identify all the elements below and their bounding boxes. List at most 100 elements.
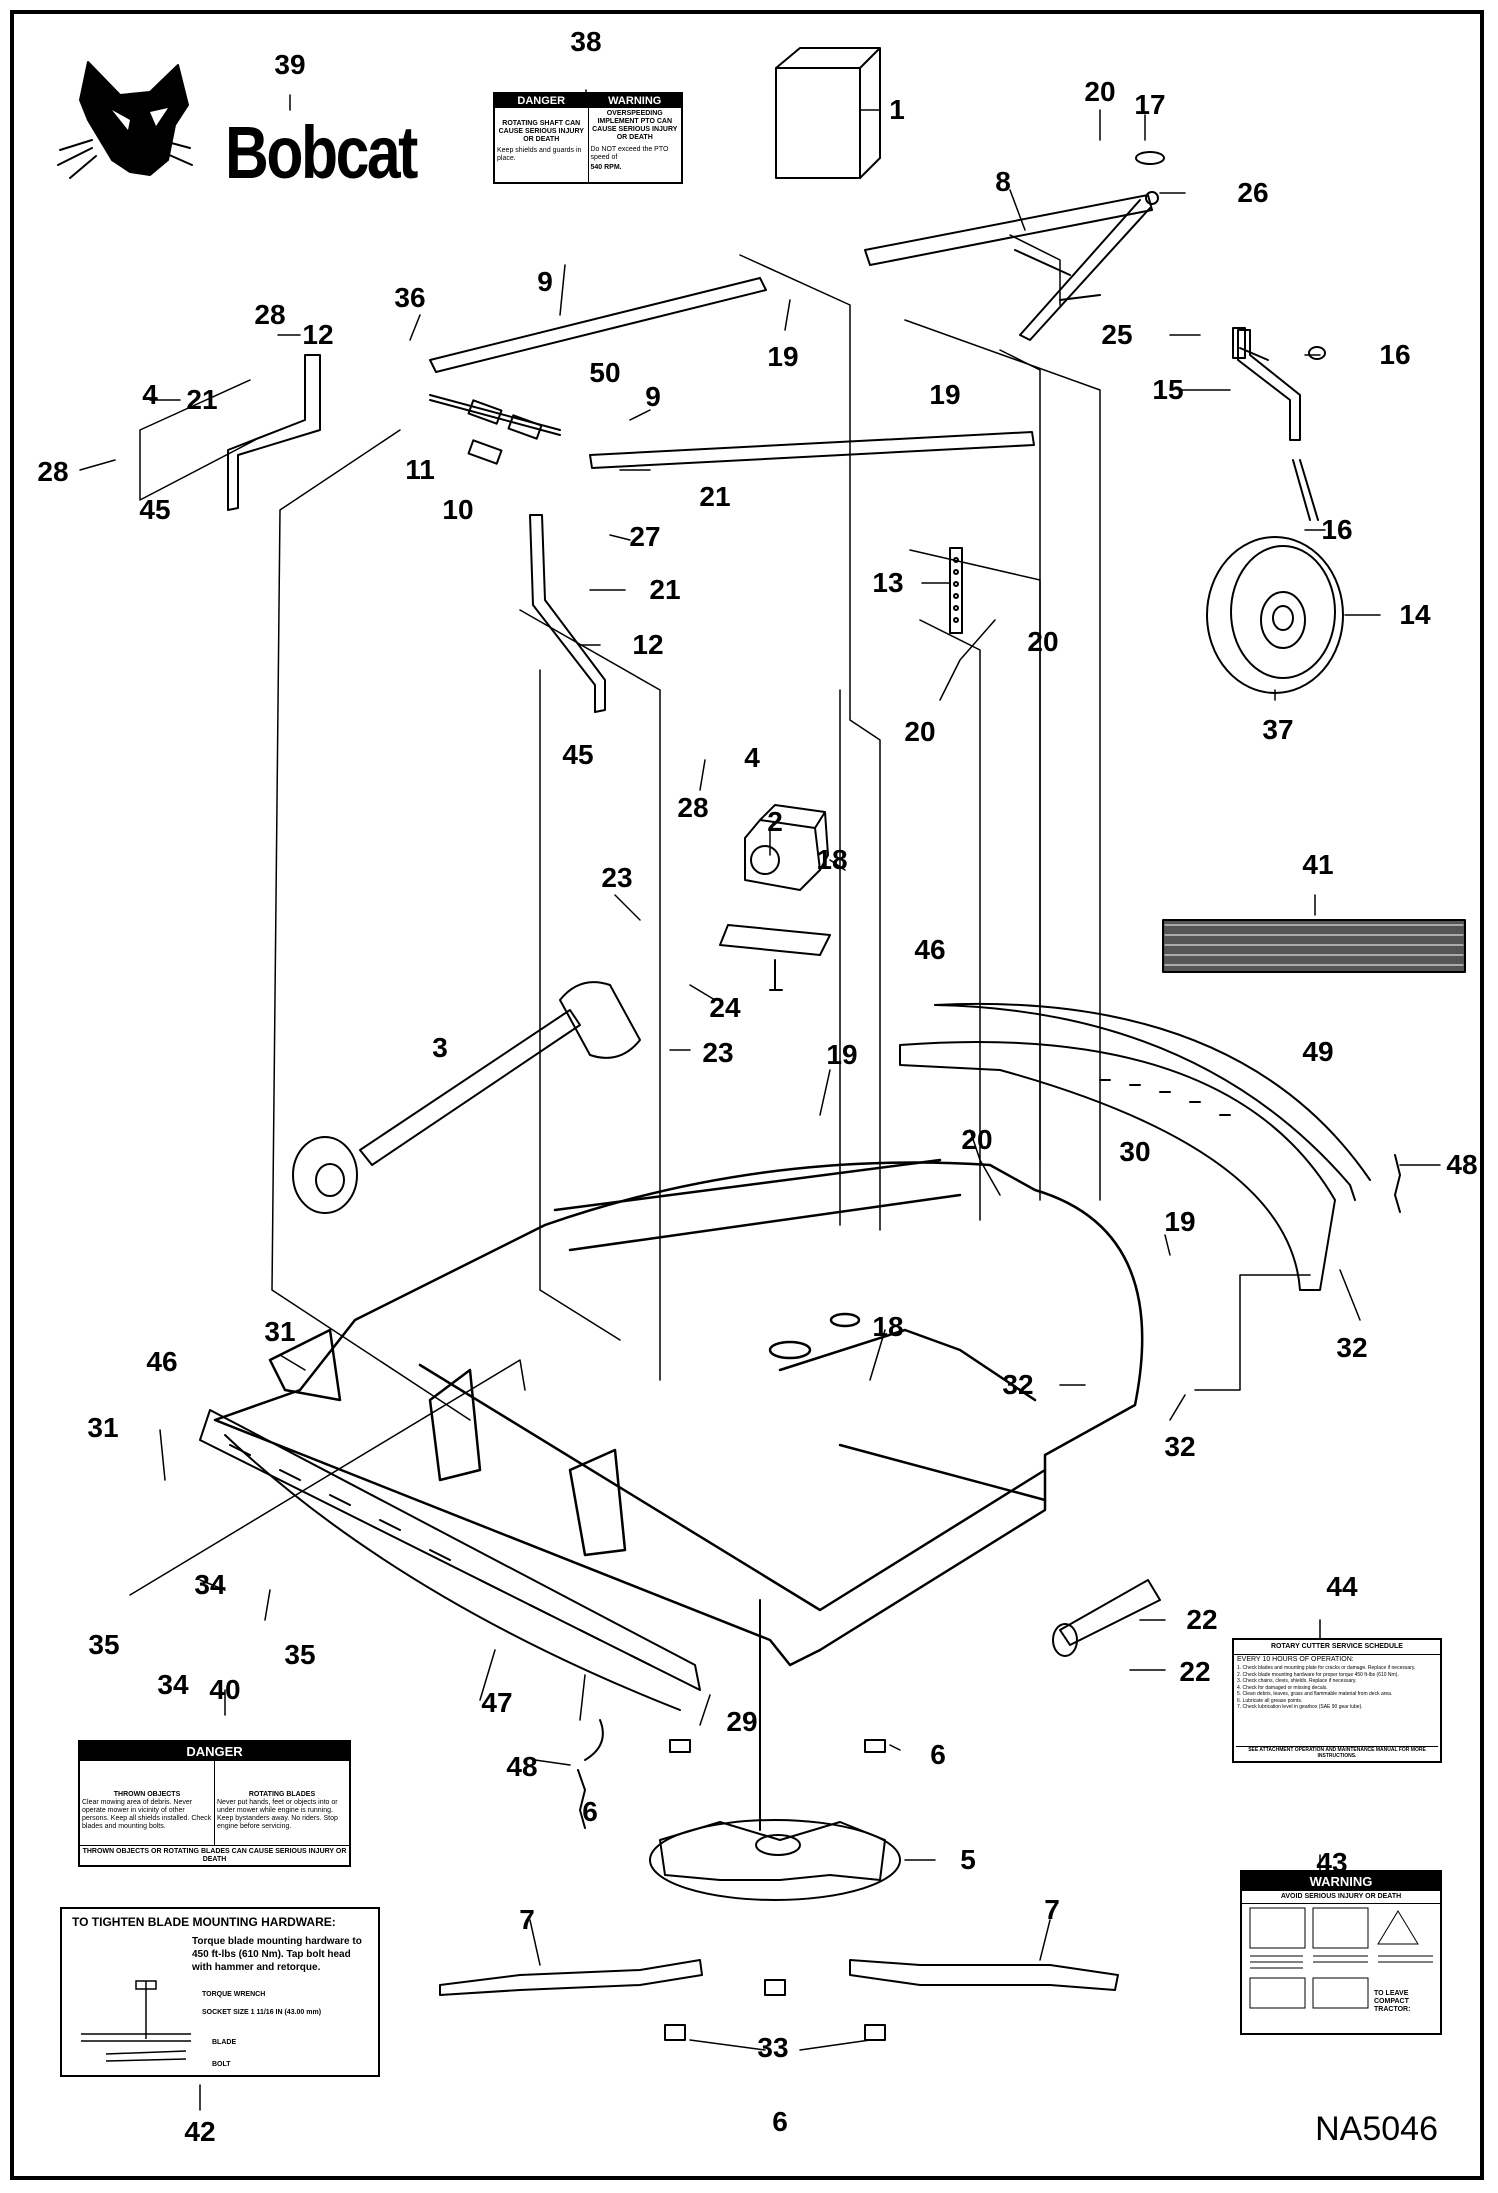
decal-42-title: TO TIGHTEN BLADE MOUNTING HARDWARE: bbox=[72, 1915, 336, 1929]
callout-17: 17 bbox=[1134, 89, 1166, 120]
warning-pictograms-icon bbox=[1249, 1907, 1433, 2009]
service-item: 1. Check blades and mounting plate for c… bbox=[1237, 1665, 1416, 1671]
callout-6b: 6 bbox=[582, 1796, 598, 1827]
part-5-blade-carrier bbox=[649, 1819, 901, 1901]
callout-12b: 12 bbox=[632, 629, 664, 660]
decal-38-warning-header: WARNING bbox=[588, 94, 681, 108]
callout-5: 5 bbox=[960, 1844, 976, 1875]
callout-32: 32 bbox=[1336, 1332, 1368, 1363]
callout-33: 33 bbox=[757, 2032, 789, 2063]
part-47-front-shield bbox=[199, 1409, 701, 1711]
callout-6c: 6 bbox=[772, 2106, 788, 2137]
part-15-wheel-yoke bbox=[1232, 327, 1301, 441]
callout-15: 15 bbox=[1152, 374, 1184, 405]
callout-49: 49 bbox=[1302, 1036, 1334, 1067]
callout-31b: 31 bbox=[87, 1412, 119, 1443]
callout-28c: 28 bbox=[677, 792, 709, 823]
callout-48: 48 bbox=[1446, 1149, 1478, 1180]
part-1-box bbox=[775, 47, 881, 179]
decal-42-label-blade: BLADE bbox=[212, 2039, 237, 2046]
callout-35: 35 bbox=[88, 1629, 120, 1660]
part-22-manual-tube bbox=[1052, 1579, 1161, 1657]
callout-30: 30 bbox=[1119, 1136, 1151, 1167]
decal-38-danger-sub: Keep shields and guards in place. bbox=[497, 147, 582, 162]
service-item: 4. Check for damaged or missing decals. bbox=[1237, 1684, 1328, 1691]
deck-assembly bbox=[213, 1158, 1144, 1667]
callout-9b: 9 bbox=[645, 381, 661, 412]
decal-40-footer: THROWN OBJECTS OR ROTATING BLADES CAN CA… bbox=[80, 1845, 349, 1866]
callout-47: 47 bbox=[481, 1687, 513, 1718]
service-item: 7. Check lubrication level in gearbox (S… bbox=[1237, 1704, 1363, 1710]
callout-20b: 20 bbox=[1027, 626, 1059, 657]
drawing-id: NA5046 bbox=[1315, 2110, 1438, 2148]
callout-43: 43 bbox=[1316, 1847, 1348, 1878]
callout-7: 7 bbox=[519, 1904, 535, 1935]
decal-44-title: ROTARY CUTTER SERVICE SCHEDULE bbox=[1234, 1640, 1440, 1655]
callout-4b: 4 bbox=[744, 742, 760, 773]
part-13-bracket bbox=[949, 547, 963, 634]
part-3-pto-driveline bbox=[292, 981, 641, 1214]
part-14-wheel bbox=[1206, 536, 1344, 694]
decal-40-left-text: Clear mowing area of debris. Never opera… bbox=[82, 1799, 212, 1830]
page-border bbox=[10, 10, 1484, 2180]
callout-9: 9 bbox=[537, 266, 553, 297]
decal-40-right-text: Never put hands, feet or objects into or… bbox=[217, 1799, 338, 1830]
callout-19: 19 bbox=[767, 341, 799, 372]
brand-wordmark: Bobcat bbox=[225, 111, 418, 194]
callout-35b: 35 bbox=[284, 1639, 316, 1670]
callout-41: 41 bbox=[1302, 849, 1334, 880]
callout-34: 34 bbox=[194, 1569, 226, 1600]
decal-43-right-title: TO LEAVE COMPACT TRACTOR: bbox=[1374, 1990, 1411, 2013]
callout-45b: 45 bbox=[562, 739, 594, 770]
callout-50: 50 bbox=[589, 357, 621, 388]
part-41-screen-decal bbox=[1162, 919, 1466, 973]
decal-40-header: DANGER bbox=[80, 1742, 349, 1761]
callout-18: 18 bbox=[816, 844, 848, 875]
callout-40: 40 bbox=[209, 1674, 241, 1705]
callout-18b: 18 bbox=[872, 1311, 904, 1342]
decal-38-warning-text: OVERSPEEDING IMPLEMENT PTO CAN CAUSE SER… bbox=[592, 110, 678, 141]
callout-6: 6 bbox=[930, 1739, 946, 1770]
decal-43-warning: WARNING AVOID SERIOUS INJURY OR DEATH TO… bbox=[1240, 1870, 1442, 2035]
bobcat-logo-icon bbox=[57, 61, 193, 179]
callout-20c: 20 bbox=[904, 716, 936, 747]
callout-22: 22 bbox=[1186, 1604, 1218, 1635]
part-17-washer bbox=[1135, 151, 1165, 165]
part-7-blades bbox=[439, 1959, 1119, 1996]
part-6-33-hardware bbox=[664, 1599, 886, 2041]
callout-10: 10 bbox=[442, 494, 474, 525]
decal-38-warning-sub: Do NOT exceed the PTO speed of bbox=[590, 146, 669, 161]
callout-29: 29 bbox=[726, 1706, 758, 1737]
callout-16b: 16 bbox=[1321, 514, 1353, 545]
decal-42-blade-torque: TO TIGHTEN BLADE MOUNTING HARDWARE: Torq… bbox=[60, 1907, 380, 2077]
callout-25: 25 bbox=[1101, 319, 1133, 350]
decal-38-danger-header: DANGER bbox=[495, 94, 588, 108]
decal-43-subheader: AVOID SERIOUS INJURY OR DEATH bbox=[1242, 1891, 1440, 1904]
decal-40-right-title: ROTATING BLADES bbox=[248, 1791, 316, 1798]
callout-46b: 46 bbox=[146, 1346, 178, 1377]
callout-37: 37 bbox=[1262, 714, 1294, 745]
decal-44-subtitle: EVERY 10 HOURS OF OPERATION: bbox=[1237, 1656, 1354, 1663]
part-16-bolt bbox=[1292, 346, 1326, 521]
part-10-11-bushings bbox=[467, 399, 543, 465]
callout-42: 42 bbox=[184, 2116, 216, 2147]
callout-19c: 19 bbox=[826, 1039, 858, 1070]
callout-44: 44 bbox=[1326, 1571, 1358, 1602]
callout-36: 36 bbox=[394, 282, 426, 313]
decal-38-warning-rpm: 540 RPM. bbox=[590, 164, 622, 171]
screen-mesh bbox=[1164, 924, 1464, 966]
callout-leaders bbox=[79, 89, 1441, 2111]
callout-20d: 20 bbox=[961, 1124, 993, 1155]
part-9-struts bbox=[429, 277, 1035, 469]
callout-38: 38 bbox=[570, 26, 602, 57]
callout-19d: 19 bbox=[1164, 1206, 1196, 1237]
callout-19b: 19 bbox=[929, 379, 961, 410]
callout-11: 11 bbox=[405, 454, 435, 485]
decal-38-danger-warning: DANGER ROTATING SHAFT CAN CAUSE SERIOUS … bbox=[493, 92, 683, 184]
callout-34b: 34 bbox=[157, 1669, 189, 1700]
callout-13: 13 bbox=[872, 567, 904, 598]
callout-4: 4 bbox=[142, 379, 158, 410]
callout-16: 16 bbox=[1379, 339, 1411, 370]
callout-45: 45 bbox=[139, 494, 171, 525]
callout-14: 14 bbox=[1399, 599, 1431, 630]
